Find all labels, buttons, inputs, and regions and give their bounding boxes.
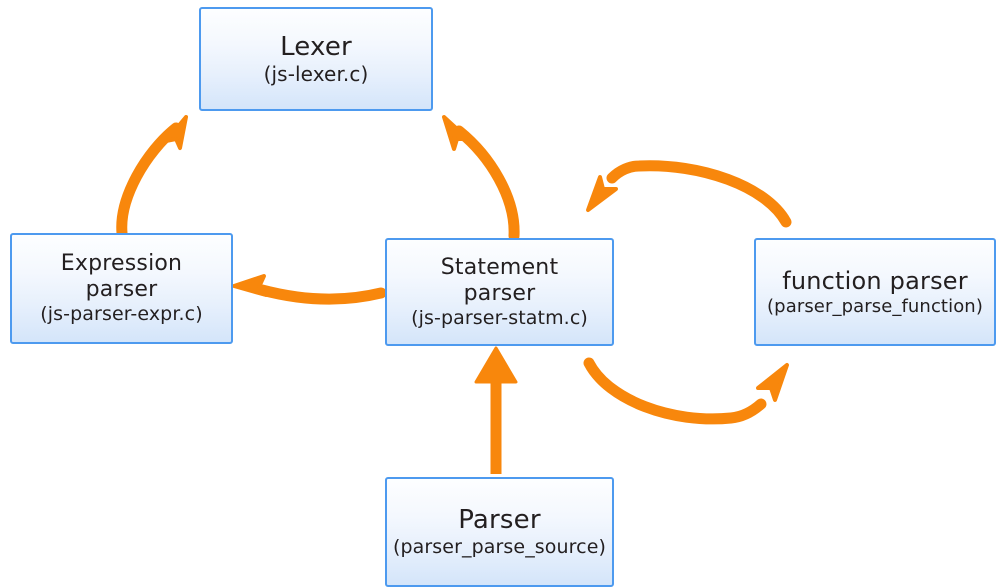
node-statement-parser-subtitle: (js-parser-statm.c) (411, 306, 588, 329)
arrow-statm-to-func (583, 357, 789, 425)
node-expression-parser-title-line1: Expression (60, 251, 183, 277)
node-parser-subtitle: (parser_parse_source) (392, 536, 607, 559)
node-statement-parser-title-line1: Statement (440, 254, 559, 280)
arrow-statm-to-lexer (442, 115, 520, 242)
node-statement-parser[interactable]: Statement parser (js-parser-statm.c) (385, 238, 614, 346)
node-function-parser[interactable]: function parser (parser_parse_function) (754, 238, 996, 346)
arrow-func-to-statm (586, 160, 792, 228)
node-function-parser-subtitle: (parser_parse_function) (767, 295, 983, 317)
node-expression-parser-subtitle: (js-parser-expr.c) (40, 303, 203, 326)
arrow-parser-to-statm (474, 346, 518, 474)
node-statement-parser-title-line2: parser (463, 280, 536, 306)
node-parser[interactable]: Parser (parser_parse_source) (385, 477, 614, 587)
node-lexer-title: Lexer (280, 31, 352, 62)
node-lexer[interactable]: Lexer (js-lexer.c) (199, 7, 433, 111)
node-expression-parser-title-line2: parser (85, 277, 158, 303)
node-lexer-subtitle: (js-lexer.c) (263, 61, 369, 86)
arrow-expr-to-lexer (116, 115, 188, 239)
node-function-parser-title: function parser (782, 267, 968, 296)
node-parser-title: Parser (458, 505, 541, 536)
node-expression-parser[interactable]: Expression parser (js-parser-expr.c) (10, 233, 233, 344)
arrow-statm-to-expr (232, 274, 387, 305)
